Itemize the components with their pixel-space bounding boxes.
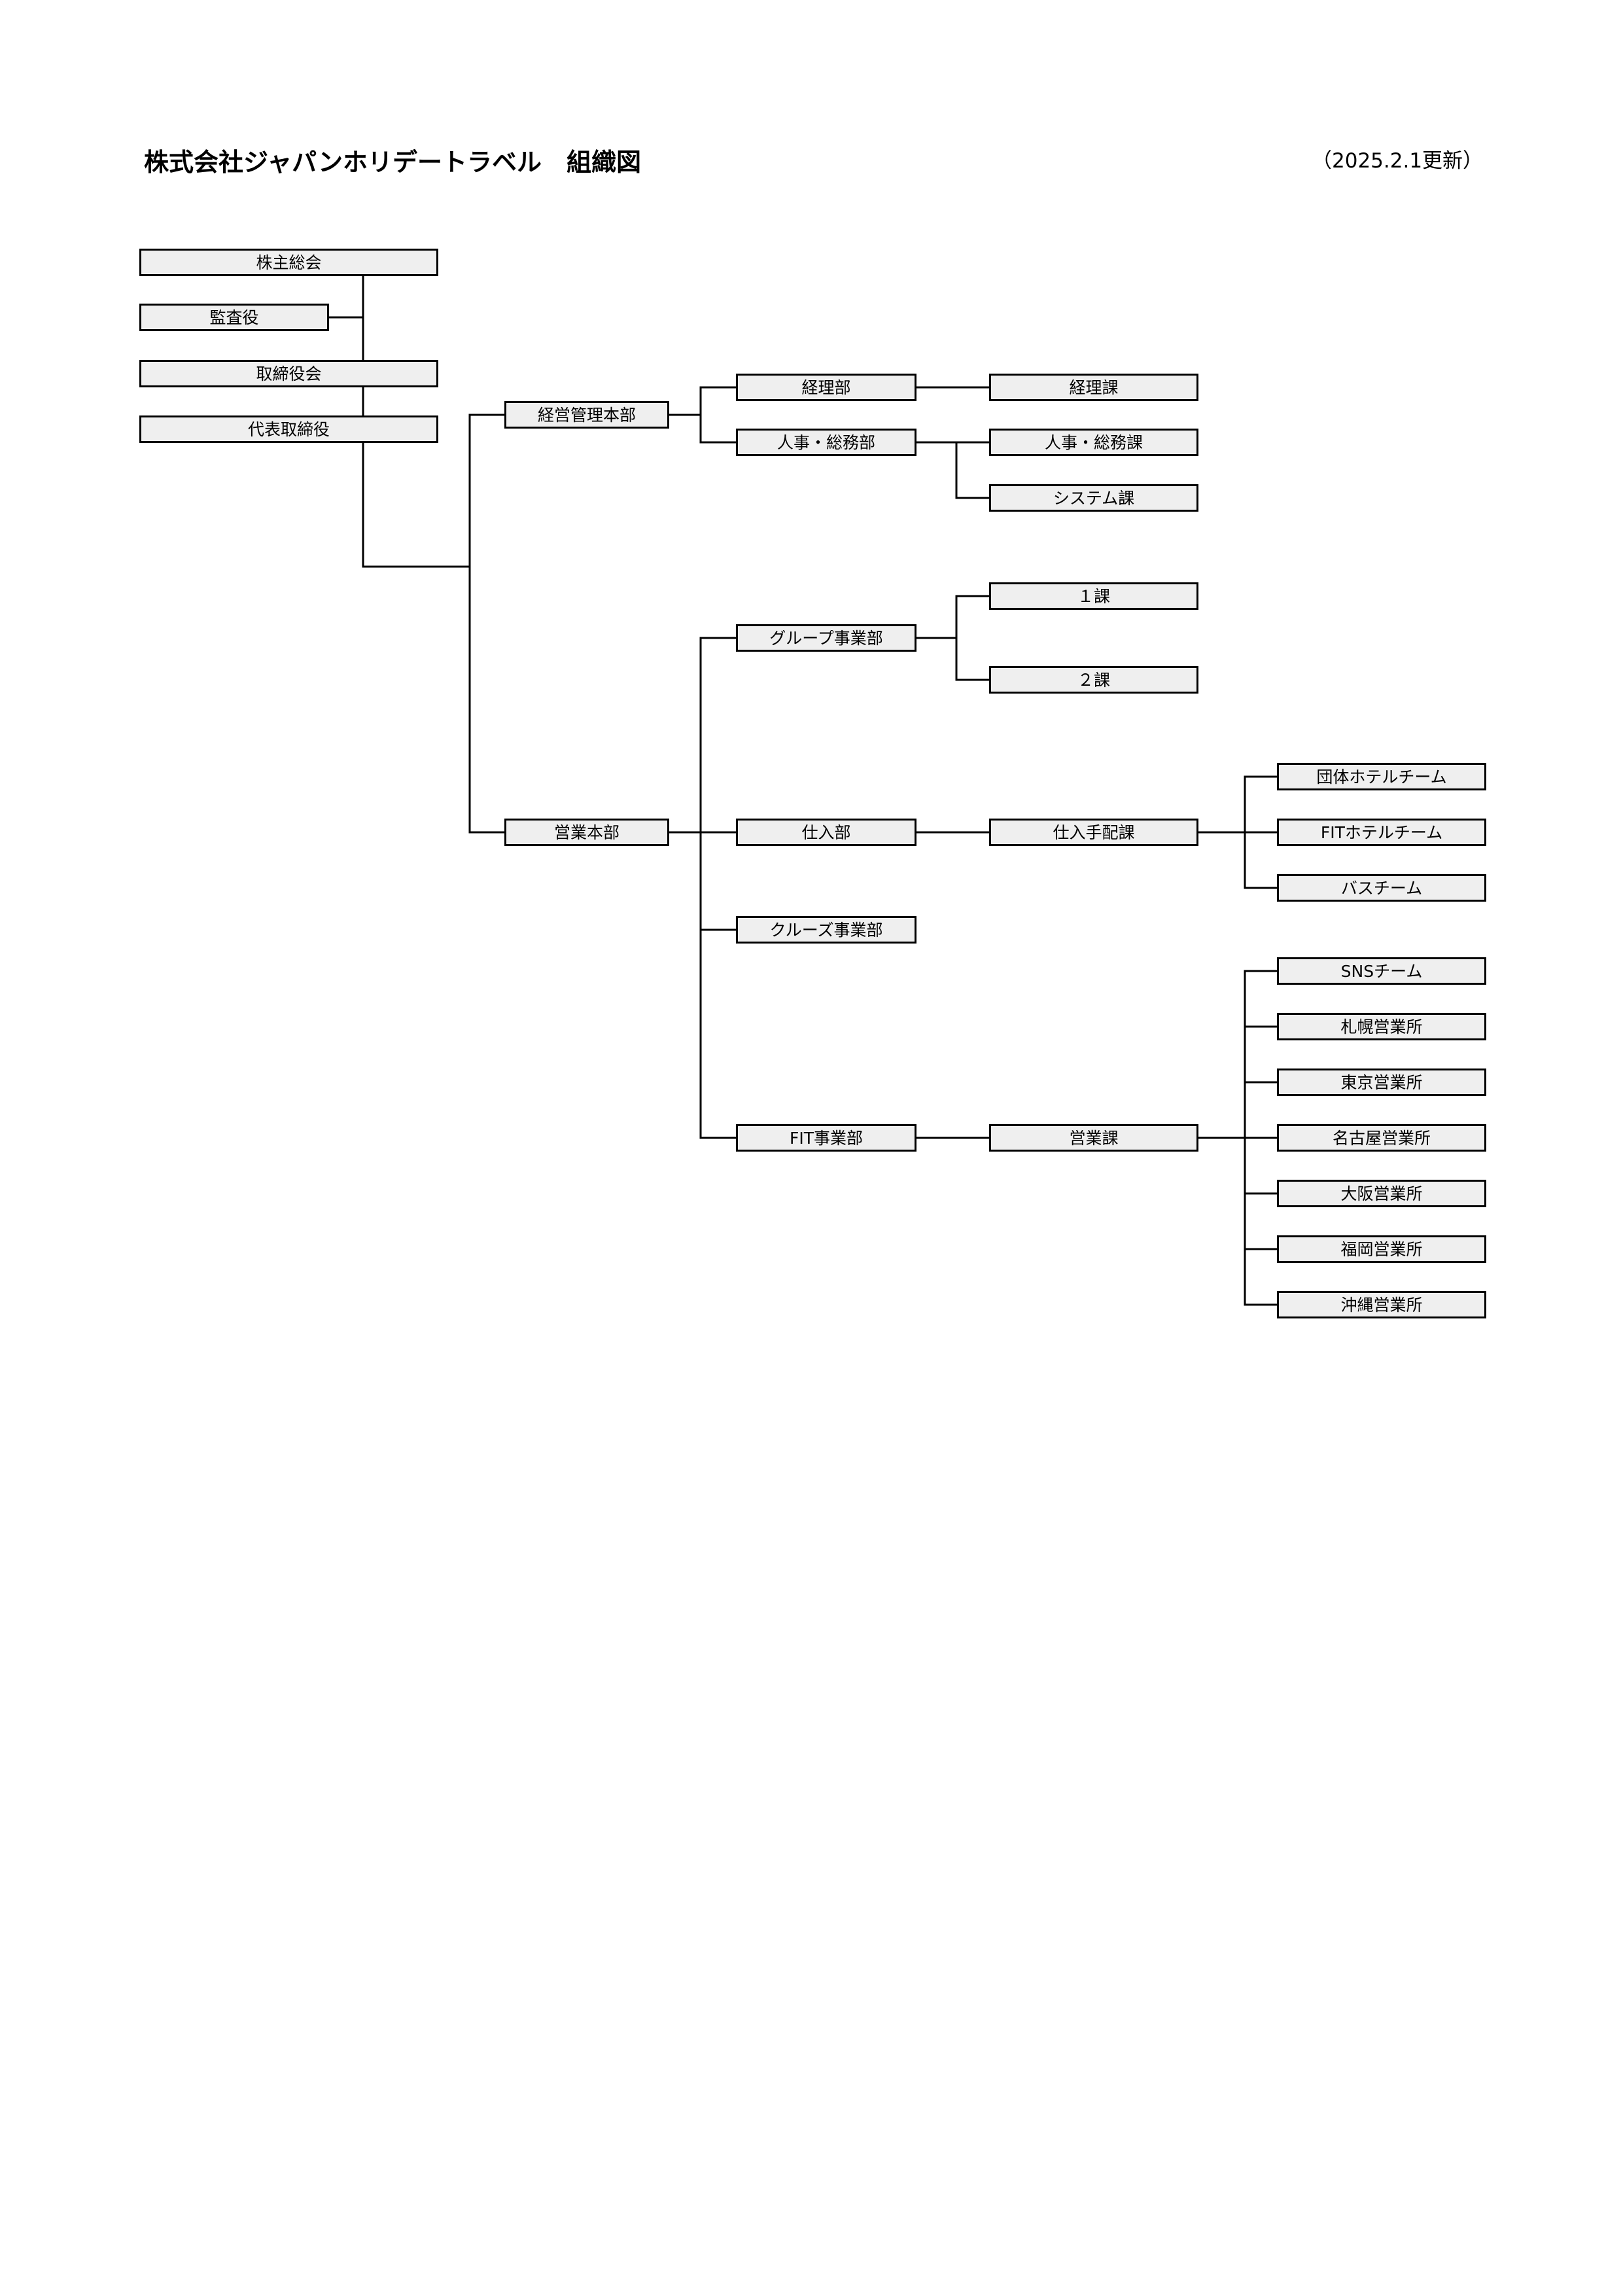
hr-general-dept-box: 人事・総務部 (736, 429, 916, 456)
purchasing-arrangement-section-box: 仕入手配課 (989, 819, 1198, 846)
section-2-box: ２課 (989, 666, 1198, 694)
fit-business-dept-box: FIT事業部 (736, 1124, 916, 1152)
section-1-box: １課 (989, 582, 1198, 610)
osaka-office-box: 大阪営業所 (1277, 1180, 1486, 1207)
auditor-box: 監査役 (139, 304, 329, 331)
hr-general-section-box: 人事・総務課 (989, 429, 1198, 456)
sns-team-box: SNSチーム (1277, 957, 1486, 985)
management-hq-box: 経営管理本部 (504, 401, 669, 429)
tokyo-office-box: 東京営業所 (1277, 1069, 1486, 1096)
accounting-dept-box: 経理部 (736, 374, 916, 401)
purchasing-dept-box: 仕入部 (736, 819, 916, 846)
bus-team-box: バスチーム (1277, 874, 1486, 902)
shareholders-meeting-box: 株主総会 (139, 249, 438, 276)
sapporo-office-box: 札幌営業所 (1277, 1013, 1486, 1040)
page-title: 株式会社ジャパンホリデートラベル 組織図 (144, 148, 642, 177)
representative-director-box: 代表取締役 (139, 415, 438, 443)
sales-section-box: 営業課 (989, 1124, 1198, 1152)
group-business-dept-box: グループ事業部 (736, 624, 916, 652)
nagoya-office-box: 名古屋営業所 (1277, 1124, 1486, 1152)
board-of-directors-box: 取締役会 (139, 360, 438, 387)
fit-hotel-team-box: FITホテルチーム (1277, 819, 1486, 846)
fukuoka-office-box: 福岡営業所 (1277, 1235, 1486, 1263)
sales-hq-box: 営業本部 (504, 819, 669, 846)
accounting-section-box: 経理課 (989, 374, 1198, 401)
cruise-business-dept-box: クルーズ事業部 (736, 916, 916, 944)
system-section-box: システム課 (989, 484, 1198, 512)
okinawa-office-box: 沖縄営業所 (1277, 1291, 1486, 1318)
update-date: （2025.2.1更新） (1312, 149, 1484, 173)
group-hotel-team-box: 団体ホテルチーム (1277, 763, 1486, 790)
